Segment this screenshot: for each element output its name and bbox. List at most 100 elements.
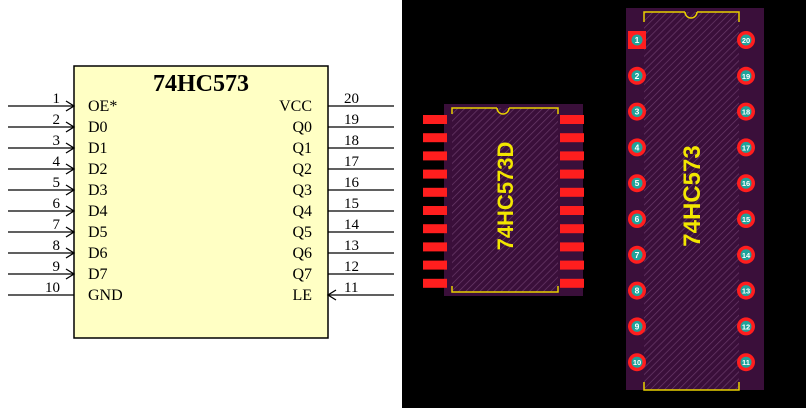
schematic-pin-8: 8 D6: [8, 238, 108, 262]
dip-pad-hole: [631, 70, 643, 82]
pin-name: D5: [88, 224, 108, 241]
dip-label: 74HC573: [679, 145, 706, 246]
dip-pin-number: 14: [742, 251, 751, 260]
pin-number: 13: [344, 238, 359, 254]
dip-pad-hole: [740, 213, 752, 225]
smd-pad-left-9: [423, 260, 447, 270]
pin-number: 1: [53, 91, 61, 107]
pin-name: VCC: [279, 98, 312, 115]
smd-pad-left-1: [423, 115, 447, 124]
schematic-pin-3: 3 D1: [8, 133, 108, 157]
pin-number: 19: [344, 112, 359, 128]
dip-pad-14: 14: [737, 245, 755, 264]
dip-pin-number: 1: [635, 35, 640, 45]
smd-pad-right-6: [560, 206, 584, 215]
pin-name: LE: [292, 287, 312, 304]
dip-pad-hole: [631, 356, 643, 368]
dip-pad-hole: [740, 34, 752, 46]
smd-pad-right-3: [560, 151, 584, 161]
pin-name: D0: [88, 119, 108, 136]
pin-number: 20: [344, 91, 359, 107]
smd-pad-right-9: [560, 260, 584, 270]
dip-pad-12: 12: [737, 317, 755, 336]
smd-pad-left-7: [423, 224, 447, 234]
dip-pad-hole: [740, 141, 752, 153]
schematic-pin-16: 16 Q3: [292, 175, 394, 199]
dip-pin-number: 4: [635, 142, 640, 152]
smd-outline-top-right: [509, 107, 559, 114]
pin-number: 16: [344, 175, 360, 191]
dip-pin-number: 18: [742, 108, 750, 117]
schematic-pin-12: 12 Q7: [292, 259, 394, 283]
dip-pin-number: 13: [742, 287, 750, 296]
dip-pad-7: 7: [628, 245, 646, 264]
pin-number: 18: [344, 133, 359, 149]
smd-footprint: 74HC573D: [423, 104, 584, 296]
smd-pad-right-7: [560, 224, 584, 234]
pin-number: 9: [53, 259, 61, 275]
pin-name: D7: [88, 266, 108, 283]
dip-pad-8: 8: [628, 281, 646, 300]
pin-name: D6: [88, 245, 108, 262]
input-arrow: [65, 142, 76, 154]
pin-name: Q0: [292, 119, 312, 136]
smd-pads: [423, 115, 584, 288]
smd-body: [452, 108, 558, 292]
smd-pad-right-8: [560, 242, 584, 252]
pin-name: Q3: [292, 182, 312, 199]
pin-number: 17: [344, 154, 360, 170]
dip-body: [644, 12, 739, 390]
pin-number: 3: [53, 133, 61, 149]
dip-pin-number: 15: [742, 215, 750, 224]
pin-name: D1: [88, 140, 108, 157]
dip-pad-10: 10: [628, 353, 646, 372]
dip-pad-3: 3: [628, 102, 646, 121]
pin-name: Q7: [292, 266, 312, 283]
dip-pin-number: 5: [635, 178, 640, 188]
dip-pad-15: 15: [737, 210, 755, 228]
dip-pad-2: 2: [628, 66, 646, 85]
dip-pin-number: 6: [635, 214, 640, 224]
smd-pad-left-4: [423, 169, 447, 179]
pin-number: 15: [344, 196, 359, 212]
input-arrow: [326, 289, 337, 301]
input-arrow: [65, 121, 76, 133]
dip-pad-13: 13: [737, 281, 755, 300]
pin-number: 6: [53, 196, 61, 212]
smd-pad-right-5: [560, 187, 584, 197]
dip-pin-number: 10: [633, 358, 641, 367]
dip-pad-hole: [631, 141, 643, 153]
dip-pad-hole: [631, 249, 643, 261]
pin-number: 12: [344, 259, 359, 275]
smd-pad-right-4: [560, 169, 584, 179]
dip-pin-number: 16: [742, 179, 750, 188]
smd-pad-left-2: [423, 133, 447, 143]
pin-name: D4: [88, 203, 108, 220]
dip-pad-hole: [740, 177, 752, 189]
pin-number: 11: [344, 280, 358, 296]
input-arrow: [65, 100, 76, 112]
pin-number: 4: [53, 154, 61, 170]
pin-name: Q1: [292, 140, 312, 157]
schematic-pin-18: 18 Q1: [292, 133, 394, 157]
dip-pin-number: 12: [742, 322, 750, 331]
input-arrow: [65, 247, 76, 259]
pin-number: 8: [53, 238, 61, 254]
smd-notch: [496, 107, 510, 115]
dip-pin-number: 20: [742, 36, 750, 45]
smd-pad-left-5: [423, 187, 447, 197]
dip-pad-hole: [631, 285, 643, 297]
dip-pad-hole: [740, 249, 752, 261]
schematic-body: [73, 65, 329, 339]
smd-pad-left-8: [423, 242, 447, 252]
dip-pad-hole: [631, 320, 643, 332]
